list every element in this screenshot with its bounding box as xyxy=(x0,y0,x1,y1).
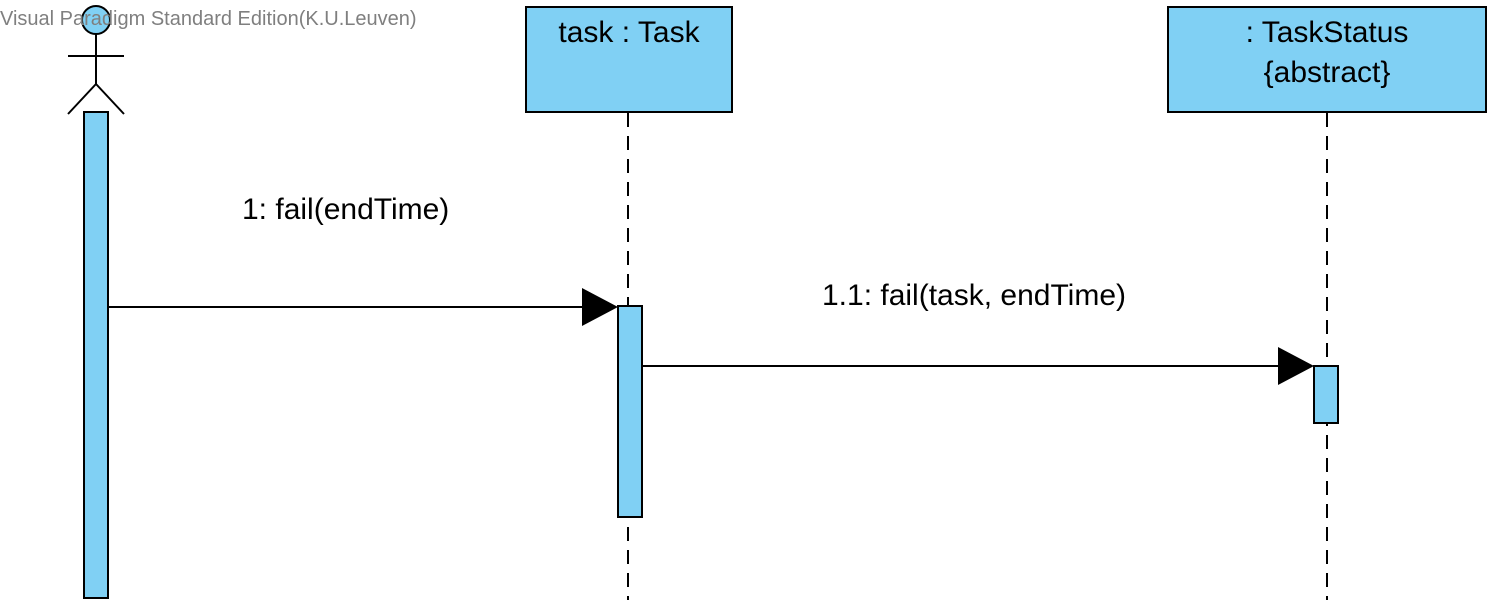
message-1-arrowhead xyxy=(582,288,618,326)
actor-icon xyxy=(67,5,125,115)
lifeline-status-stereotype: {abstract} xyxy=(1263,56,1391,89)
watermark-text: Visual Paradigm Standard Edition(K.U.Leu… xyxy=(0,8,417,30)
message-1-label[interactable]: 1: fail(endTime) xyxy=(242,193,450,226)
lifeline-status-head[interactable]: : TaskStatus {abstract} xyxy=(1167,6,1487,113)
lifeline-status-label: : TaskStatus xyxy=(1245,16,1409,49)
message-2-label[interactable]: 1.1: fail(task, endTime) xyxy=(822,279,1126,312)
lifeline-task-label: task : Task xyxy=(558,16,700,49)
task-activation-bar xyxy=(617,305,643,518)
status-activation-bar xyxy=(1313,365,1339,424)
message-2-arrowhead xyxy=(1278,347,1314,385)
lifeline-task-head[interactable]: task : Task xyxy=(525,6,733,113)
actor-activation-bar xyxy=(83,111,109,599)
